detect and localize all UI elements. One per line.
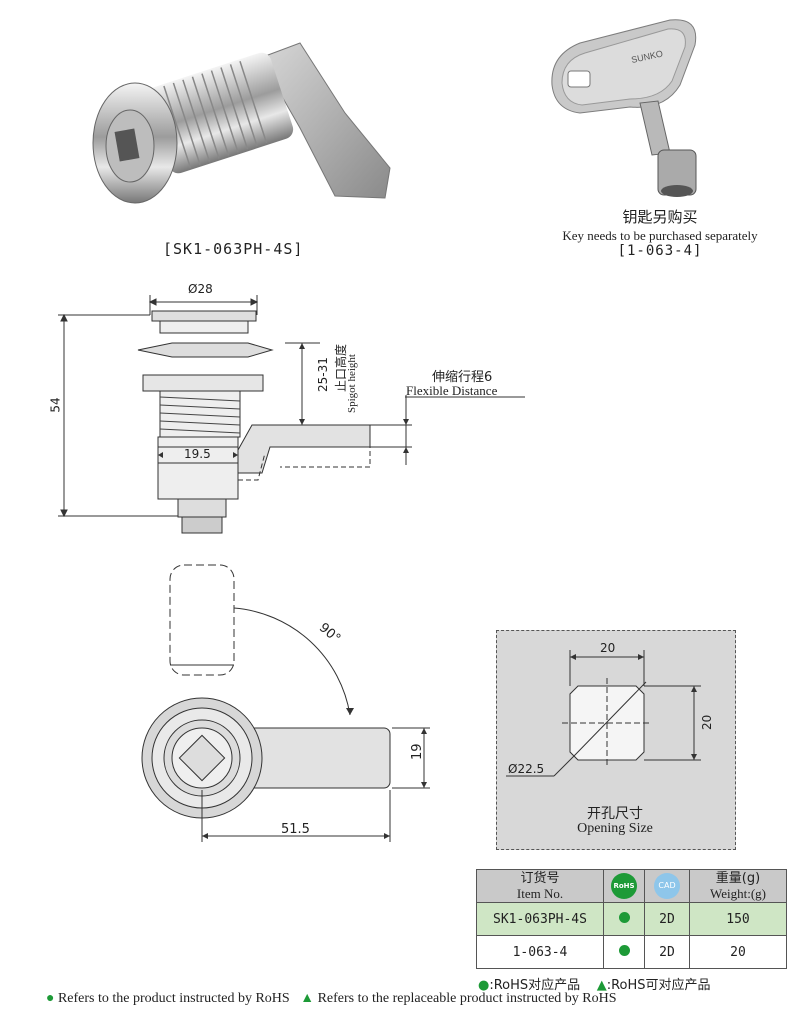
key-photo: SUNKO [551, 19, 697, 197]
flex-en: Flexible Distance [406, 383, 498, 398]
rohs-icon: RoHS [611, 873, 637, 899]
key-code: [1-063-4] [617, 243, 703, 259]
side-view-drawing [58, 295, 525, 534]
dim-height: 54 [48, 397, 63, 413]
front-view-drawing [141, 564, 430, 842]
legend-line1: ●:RoHS对应产品 ▲:RoHS可对应产品 [478, 978, 711, 993]
legend-line2: ● Refers to the product instructed by Ro… [46, 991, 617, 1006]
spigot-range: 25-31 [316, 357, 330, 392]
rohs-dot-icon: ● [478, 978, 490, 993]
table-row: 1-063-4 2D 20 [476, 935, 787, 969]
dim-width-19-5: 19.5 [184, 447, 211, 461]
flex-cn: 伸缩行程6 [432, 370, 493, 385]
rohs-triangle-icon: ▲ [300, 991, 315, 1006]
cell-item: 1-063-4 [476, 935, 604, 969]
opening-title-cn: 开孔尺寸 [587, 806, 643, 822]
product-label: [SK1-063PH-4S] [163, 240, 304, 258]
cell-rohs [603, 902, 645, 936]
table-row: SK1-063PH-4S 2D 150 [476, 902, 787, 936]
dim-diameter-28: Ø28 [188, 282, 213, 296]
key-note-en: Key needs to be purchased separately [562, 228, 758, 243]
spigot-en: Spigot height [346, 354, 358, 413]
key-note-cn: 钥匙另购买 [622, 208, 698, 226]
opening-dim-top: 20 [600, 641, 616, 655]
opening-dim-right: 20 [700, 714, 714, 730]
cell-cad: 2D [644, 935, 690, 969]
cell-weight: 20 [689, 935, 787, 969]
cad-icon: CAD [654, 873, 680, 899]
opening-dim-diameter: Ø22.5 [508, 762, 545, 776]
lock-photo [92, 42, 391, 204]
header-rohs: RoHS [603, 869, 645, 903]
cell-weight: 150 [689, 902, 787, 936]
cell-cad: 2D [644, 902, 690, 936]
opening-title-en: Opening Size [577, 821, 653, 836]
cell-item: SK1-063PH-4S [476, 902, 604, 936]
dim-width-19: 19 [410, 743, 425, 760]
cell-rohs [603, 935, 645, 969]
dim-length-51-5: 51.5 [281, 822, 310, 837]
rohs-dot-icon: ● [46, 991, 55, 1006]
opening-size-drawing [506, 650, 701, 777]
header-cad: CAD [644, 869, 690, 903]
rohs-triangle-icon: ▲ [596, 978, 607, 993]
header-weight: 重量(g)Weight:(g) [689, 869, 787, 903]
